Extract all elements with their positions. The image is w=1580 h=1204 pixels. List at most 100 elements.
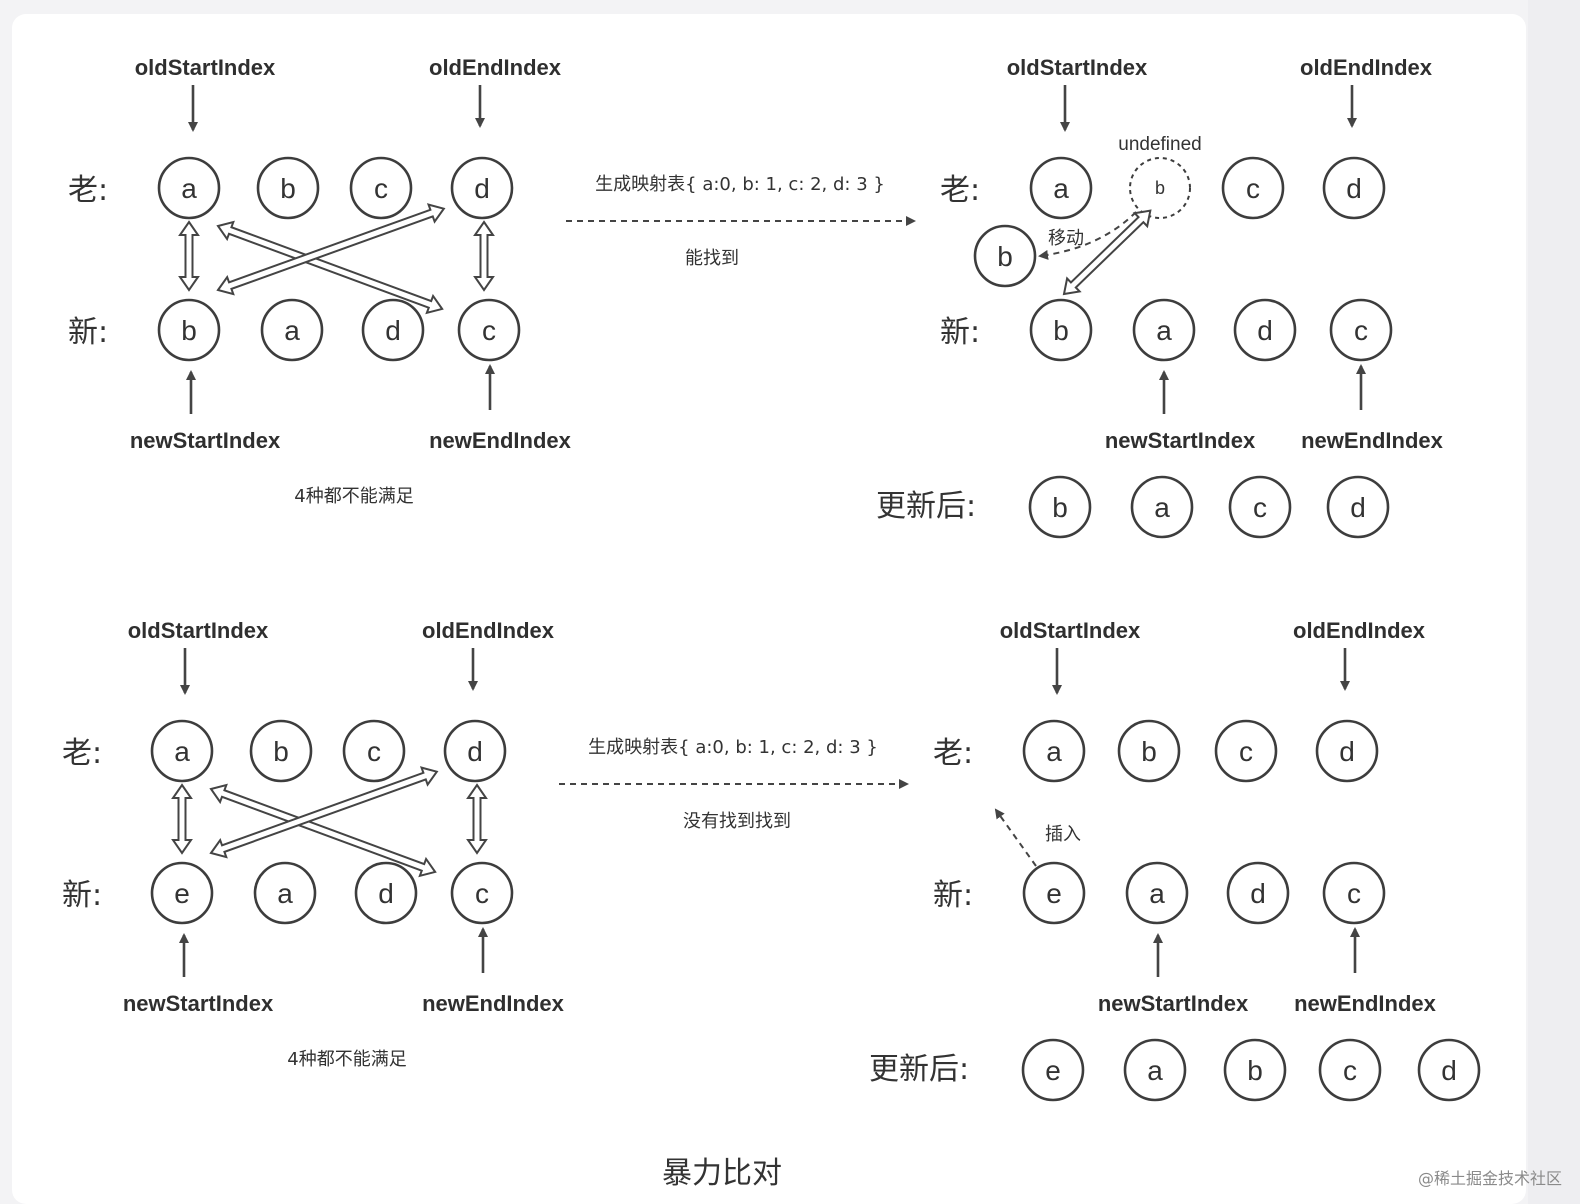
svg-text:a: a xyxy=(1156,315,1172,346)
compare-start-start-arrow xyxy=(171,783,193,855)
updated-node-e: e xyxy=(1021,1038,1085,1102)
svg-text:d: d xyxy=(1346,173,1362,204)
new-row-label: 新: xyxy=(933,878,973,913)
updated-row-label: 更新后: xyxy=(876,489,976,524)
svg-text:d: d xyxy=(1339,736,1355,767)
top-left-panel: oldStartIndex oldEndIndex 老: 新: a b c d … xyxy=(68,55,572,507)
mapping-table-text: 生成映射表{ a:0, b: 1, c: 2, d: 3 } xyxy=(588,737,878,758)
svg-text:a: a xyxy=(1149,878,1165,909)
svg-text:d: d xyxy=(1250,878,1266,909)
svg-text:d: d xyxy=(467,736,483,767)
compare-end-end-arrow xyxy=(473,220,495,292)
old-node-c: c xyxy=(342,719,406,783)
old-row-label: 老: xyxy=(68,173,108,208)
svg-text:c: c xyxy=(475,878,489,909)
svg-text:a: a xyxy=(284,315,300,346)
not-found-text: 没有找到找到 xyxy=(683,811,791,832)
old-row-label: 老: xyxy=(940,173,980,208)
bottom-transition: 生成映射表{ a:0, b: 1, c: 2, d: 3 } 没有找到找到 xyxy=(559,737,909,832)
old-start-index-label: oldStartIndex xyxy=(128,618,269,643)
svg-text:c: c xyxy=(374,173,388,204)
compare-start-start-arrow xyxy=(178,220,200,292)
old-node-a: a xyxy=(150,719,214,783)
new-row-label: 新: xyxy=(62,878,102,913)
updated-node-d: d xyxy=(1326,475,1390,539)
insert-arrow xyxy=(994,808,1037,867)
bottom-right-panel: oldStartIndex oldEndIndex 老: 新: a b c d … xyxy=(869,618,1481,1102)
compare-start-end-arrow xyxy=(209,783,437,878)
undefined-label: undefined xyxy=(1118,134,1201,155)
watermark: @稀土掘金技术社区 xyxy=(1418,1169,1562,1188)
new-row-label: 新: xyxy=(940,315,980,350)
found-text: 能找到 xyxy=(685,248,739,269)
old-node-a: a xyxy=(1029,156,1093,220)
svg-text:a: a xyxy=(174,736,190,767)
svg-text:a: a xyxy=(1147,1055,1163,1086)
svg-text:b: b xyxy=(1141,736,1157,767)
svg-text:b: b xyxy=(181,315,197,346)
old-node-a: a xyxy=(157,156,221,220)
svg-text:b: b xyxy=(1247,1055,1263,1086)
svg-text:e: e xyxy=(1045,1055,1061,1086)
svg-text:c: c xyxy=(482,315,496,346)
new-node-a: a xyxy=(1125,861,1189,925)
new-end-index-label: newEndIndex xyxy=(422,991,565,1016)
new-start-index-label: newStartIndex xyxy=(123,991,274,1016)
old-end-index-label: oldEndIndex xyxy=(429,55,562,80)
updated-node-c: c xyxy=(1318,1038,1382,1102)
svg-text:d: d xyxy=(1350,492,1366,523)
svg-text:e: e xyxy=(1046,878,1062,909)
old-row-label: 老: xyxy=(933,736,973,771)
right-scroll-strip xyxy=(1528,0,1580,1204)
svg-text:a: a xyxy=(1046,736,1062,767)
no-match-note: 4种都不能满足 xyxy=(287,1049,406,1070)
old-node-b: b xyxy=(1117,719,1181,783)
svg-text:a: a xyxy=(181,173,197,204)
top-transition: 生成映射表{ a:0, b: 1, c: 2, d: 3 } 能找到 xyxy=(566,174,916,269)
svg-text:b: b xyxy=(997,241,1013,272)
svg-text:c: c xyxy=(367,736,381,767)
new-node-c: c xyxy=(1322,861,1386,925)
old-end-index-label: oldEndIndex xyxy=(1300,55,1433,80)
move-label: 移动 xyxy=(1048,228,1084,249)
svg-text:b: b xyxy=(1155,178,1165,198)
compare-arrows xyxy=(171,766,488,878)
old-node-b: b xyxy=(249,719,313,783)
svg-text:c: c xyxy=(1354,315,1368,346)
svg-text:c: c xyxy=(1347,878,1361,909)
bottom-left-panel: oldStartIndex oldEndIndex 老: 新: a b c d … xyxy=(62,618,565,1070)
updated-node-a: a xyxy=(1123,1038,1187,1102)
new-node-d: d xyxy=(1233,298,1297,362)
old-start-index-label: oldStartIndex xyxy=(1007,55,1148,80)
new-node-b: b xyxy=(1029,298,1093,362)
figure-caption: 暴力比对 xyxy=(662,1156,782,1191)
new-node-d: d xyxy=(354,861,418,925)
old-end-index-label: oldEndIndex xyxy=(422,618,555,643)
new-start-index-label: newStartIndex xyxy=(1098,991,1249,1016)
new-node-a: a xyxy=(260,298,324,362)
matched-node-arrow xyxy=(1062,209,1152,296)
old-node-d: d xyxy=(443,719,507,783)
content-card xyxy=(12,14,1526,1204)
new-row-label: 新: xyxy=(68,315,108,350)
updated-node-d: d xyxy=(1417,1038,1481,1102)
new-end-index-label: newEndIndex xyxy=(1301,428,1444,453)
new-end-index-label: newEndIndex xyxy=(429,428,572,453)
old-node-c: c xyxy=(1221,156,1285,220)
svg-text:c: c xyxy=(1239,736,1253,767)
old-row-label: 老: xyxy=(62,736,102,771)
compare-end-start-arrow xyxy=(209,766,439,859)
mapping-table-text: 生成映射表{ a:0, b: 1, c: 2, d: 3 } xyxy=(595,174,885,195)
svg-text:b: b xyxy=(1052,492,1068,523)
old-node-c: c xyxy=(1214,719,1278,783)
old-end-index-label: oldEndIndex xyxy=(1293,618,1426,643)
old-start-index-label: oldStartIndex xyxy=(135,55,276,80)
svg-text:c: c xyxy=(1343,1055,1357,1086)
moved-node-b: b xyxy=(973,224,1037,288)
svg-text:b: b xyxy=(1053,315,1069,346)
updated-node-b: b xyxy=(1028,475,1092,539)
updated-node-a: a xyxy=(1130,475,1194,539)
top-right-panel: oldStartIndex oldEndIndex 老: 新: undefine… xyxy=(876,55,1444,539)
old-node-c: c xyxy=(349,156,413,220)
